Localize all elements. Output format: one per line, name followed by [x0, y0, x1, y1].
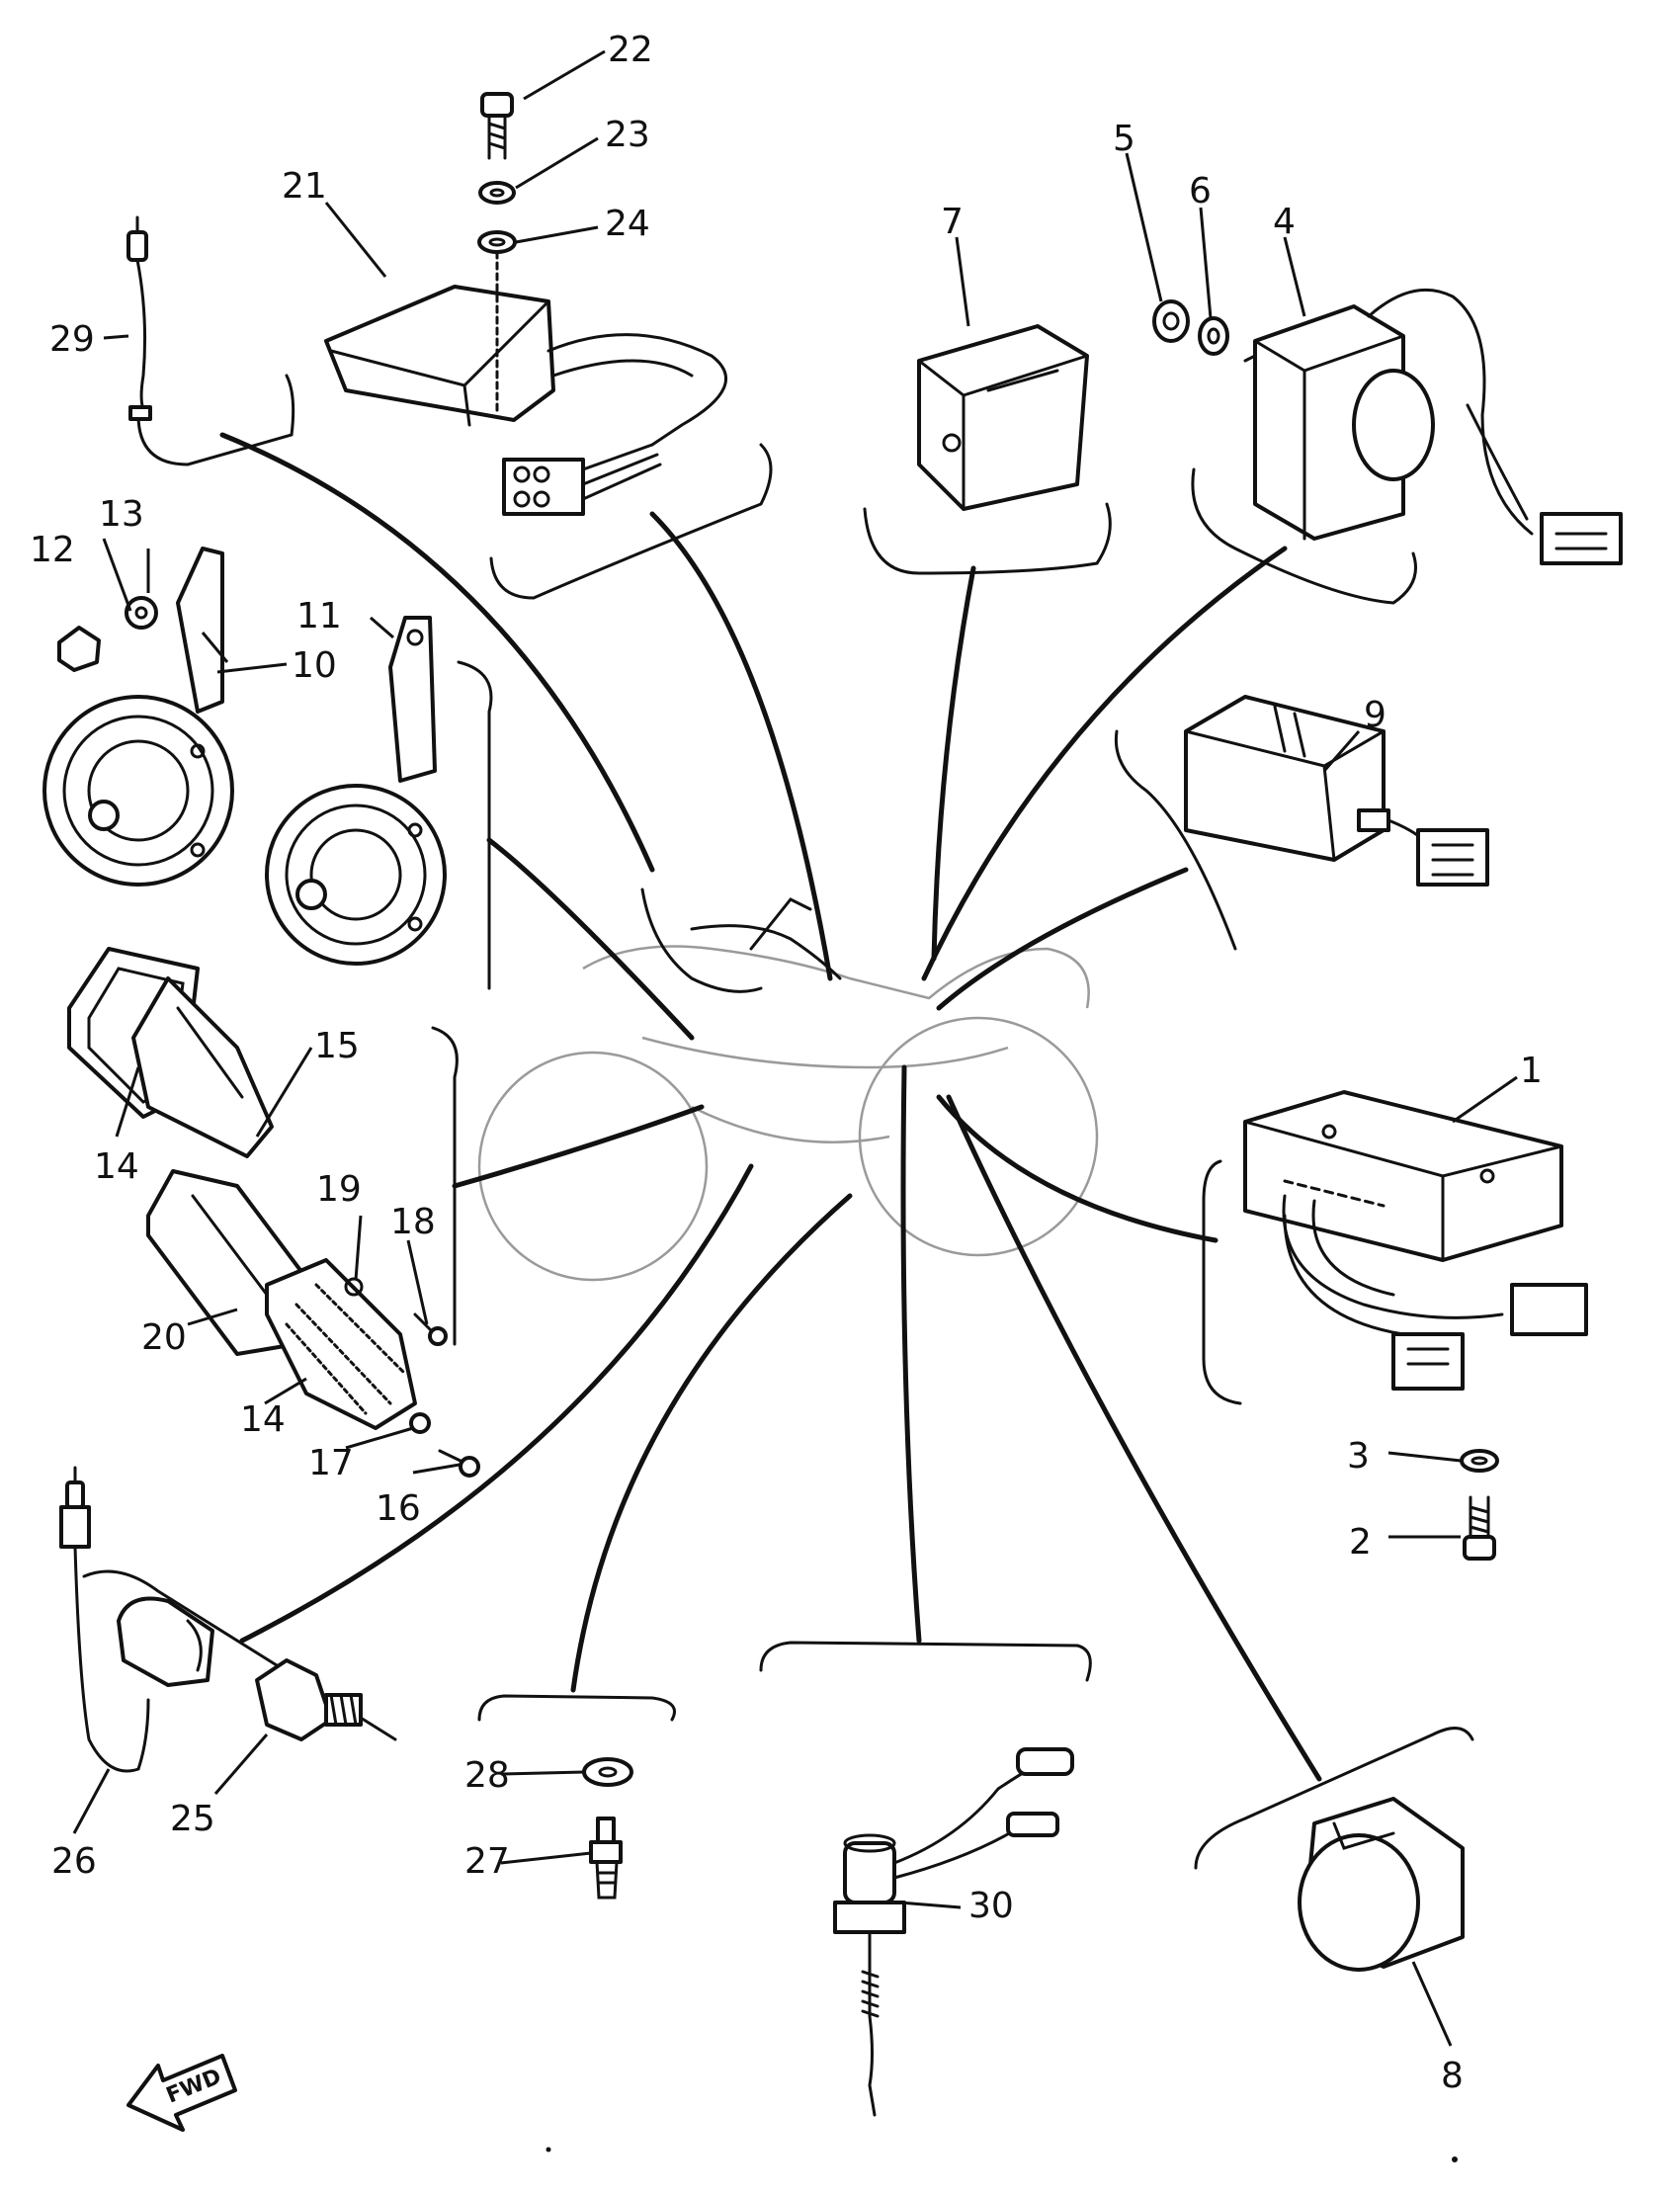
plug-27: [589, 1817, 623, 1900]
connection-lines: [219, 432, 1322, 1782]
horn-10: [42, 547, 234, 887]
part-1-control-unit: [1243, 1090, 1588, 1391]
callout-24: 24: [605, 204, 650, 244]
part-15-cover: [131, 976, 274, 1158]
callout-21: 21: [282, 166, 327, 207]
part-30-switch: [833, 1747, 1074, 2117]
nut-5: [1152, 299, 1190, 343]
callout-27: 27: [464, 1841, 510, 1882]
horn-11: [265, 616, 447, 966]
washer-23: [478, 181, 516, 205]
washer-3: [1460, 1449, 1499, 1473]
part-4-unit: [1243, 288, 1623, 565]
bolt-22: [480, 92, 514, 160]
callout-1: 1: [1520, 1051, 1543, 1091]
callout-19: 19: [316, 1169, 362, 1210]
callout-15: 15: [314, 1026, 360, 1066]
callout-17: 17: [308, 1443, 354, 1483]
callout-leaders: [72, 49, 1518, 2047]
callout-18: 18: [390, 1202, 436, 1242]
callout-30: 30: [968, 1886, 1014, 1926]
callout-14-lower: 14: [240, 1399, 286, 1440]
part-7-relay: [917, 324, 1089, 511]
part-25-switch: [255, 1658, 363, 1741]
callout-labels: 1 2 3 4 5 6 7 8 9 10 11 12 13 14 14 15 1…: [30, 30, 1543, 2096]
washer-17: [409, 1412, 431, 1434]
callout-29: 29: [49, 319, 95, 360]
screw-16: [438, 1449, 480, 1478]
callout-20: 20: [141, 1317, 187, 1358]
callout-16: 16: [376, 1488, 421, 1529]
callout-22: 22: [608, 30, 653, 70]
part-21-unit: [324, 285, 728, 516]
stray-dot: [1452, 2156, 1458, 2162]
callout-10: 10: [292, 645, 337, 686]
part-14-frame-lower: [265, 1258, 417, 1430]
callout-23: 23: [605, 115, 650, 155]
callout-12: 12: [30, 530, 75, 570]
bolt-2: [1463, 1495, 1496, 1561]
part-26-sensor-wire: [59, 1466, 214, 1773]
washer-24: [477, 230, 517, 417]
callout-14-upper: 14: [94, 1146, 139, 1187]
callout-6: 6: [1189, 171, 1212, 211]
callout-28: 28: [464, 1755, 510, 1796]
callout-5: 5: [1113, 119, 1135, 159]
callout-7: 7: [941, 202, 964, 242]
bolt-12: [57, 626, 101, 672]
fwd-arrow: FWD: [126, 2054, 237, 2132]
washer-6: [1198, 316, 1229, 356]
callout-9: 9: [1364, 695, 1386, 735]
part-9-unit: [1184, 695, 1489, 887]
callout-4: 4: [1273, 202, 1296, 242]
part-29-sensor: [126, 215, 152, 421]
stray-dot-left: [546, 2147, 551, 2153]
callout-2: 2: [1349, 1522, 1372, 1563]
motorcycle-outline: [477, 888, 1099, 1282]
group-brackets: [82, 374, 1474, 1870]
callout-26: 26: [51, 1841, 97, 1882]
callout-11: 11: [296, 596, 342, 636]
callout-13: 13: [99, 494, 144, 535]
callout-3: 3: [1347, 1436, 1370, 1477]
screw-18: [413, 1312, 448, 1346]
nut-13: [125, 596, 158, 630]
part-8-unit: [1298, 1797, 1465, 1972]
callout-8: 8: [1441, 2056, 1464, 2096]
callout-25: 25: [170, 1799, 215, 1839]
washer-28: [582, 1757, 633, 1787]
